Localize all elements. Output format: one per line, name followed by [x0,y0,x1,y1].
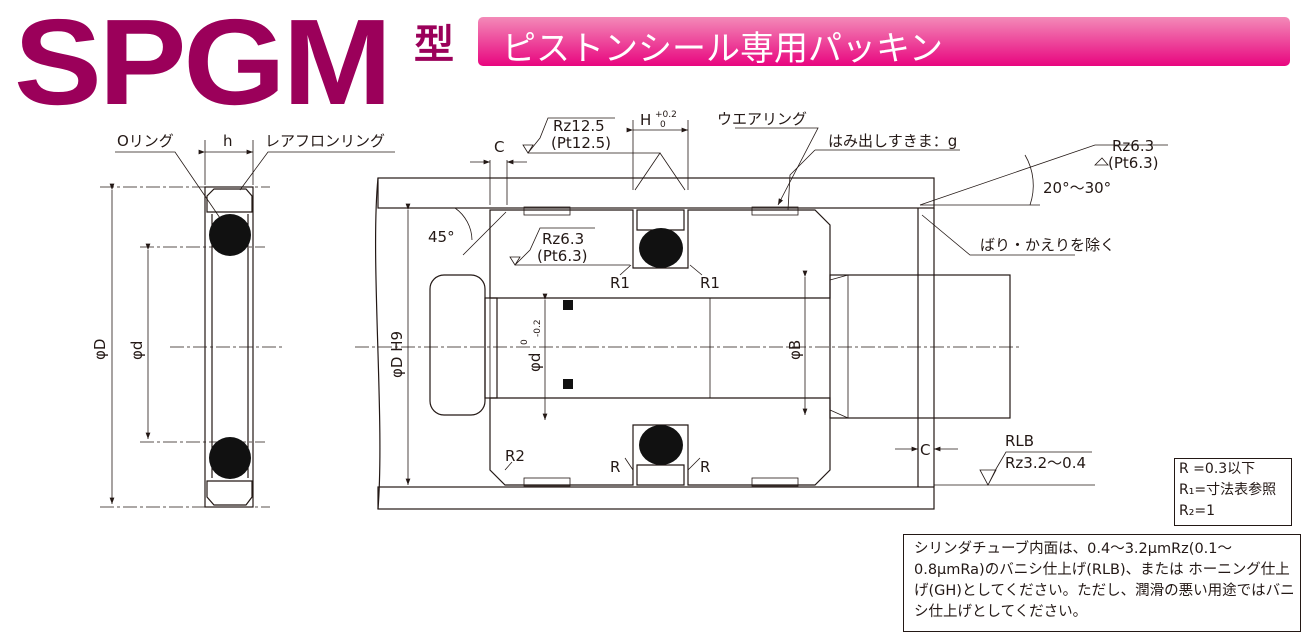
rz12-5-label: Rz12.5 [553,117,605,135]
h-tol-lower: 0 [660,120,666,130]
d-tol-lower: -0.2 [533,319,543,337]
d-tol-upper: 0 [520,339,530,345]
angle-20-30-label: 20°～30° [1043,179,1111,197]
pt12-5-label: (Pt12.5) [551,134,611,152]
rz6-3-right-label: Rz6.3 [1112,137,1154,155]
r-left-label: R [610,458,620,476]
deburr-label: ばり・かえりを除く [980,236,1115,254]
r-note-line: R =0.3以下 [1179,461,1256,477]
finish-note-box: シリンダチューブ内面は、0.4～3.2μmRz(0.1～0.8μmRa)のバニシ… [903,534,1301,632]
piston-assembly: C Rz12.5 (Pt12.5) H +0.2 0 ウエアリング はみ出しすき… [355,110,1168,510]
rlb-label: RLB [1005,432,1034,450]
phi-b-label: φB [786,340,804,360]
radius-note-box: R =0.3以下 R₁=寸法表参照 R₂=1 [1174,458,1292,526]
model-title: SPGM [14,0,392,130]
h-label: h [223,132,233,150]
model-suffix: 型 [414,22,454,68]
r1-note-line: R₁=寸法表参照 [1179,482,1277,498]
r-right-label: R [700,458,710,476]
r1-right-label: R1 [700,274,720,292]
h-tol-upper: +0.2 [655,110,677,120]
oring-label: Oリング [117,132,174,150]
rz6-3-label: Rz6.3 [542,230,584,248]
phi-dh9-label: φD H9 [388,331,406,378]
extrusion-gap-label: はみ出しすきま：g [828,132,957,150]
phi-d-rod-label: φd [526,353,544,372]
pt6-3-right-label: (Pt6.3) [1108,154,1159,172]
r1-left-label: R1 [610,274,630,292]
phi-d-inner-label: φd [128,341,146,360]
rz3-2-label: Rz3.2～0.4 [1005,454,1086,472]
chamfer-c-bottom-label: C [920,441,930,459]
chamfer-c-label: C [494,138,504,156]
phi-d-outer-label: φD [91,339,109,360]
r2-label: R2 [505,447,525,465]
subtitle: ピストンシール専用パッキン [502,29,943,69]
groove-width-h-label: H [640,111,651,129]
pt6-3-label: (Pt6.3) [537,247,588,265]
seal-ring-section: Oリング h レアフロンリング φD φd [91,132,395,508]
subtitle-banner: ピストンシール専用パッキン [478,17,1290,69]
wear-ring-label: ウエアリング [717,110,807,128]
teflon-ring-label: レアフロンリング [265,132,385,150]
r2-note-line: R₂=1 [1179,503,1215,519]
angle-45-label: 45° [428,228,455,246]
